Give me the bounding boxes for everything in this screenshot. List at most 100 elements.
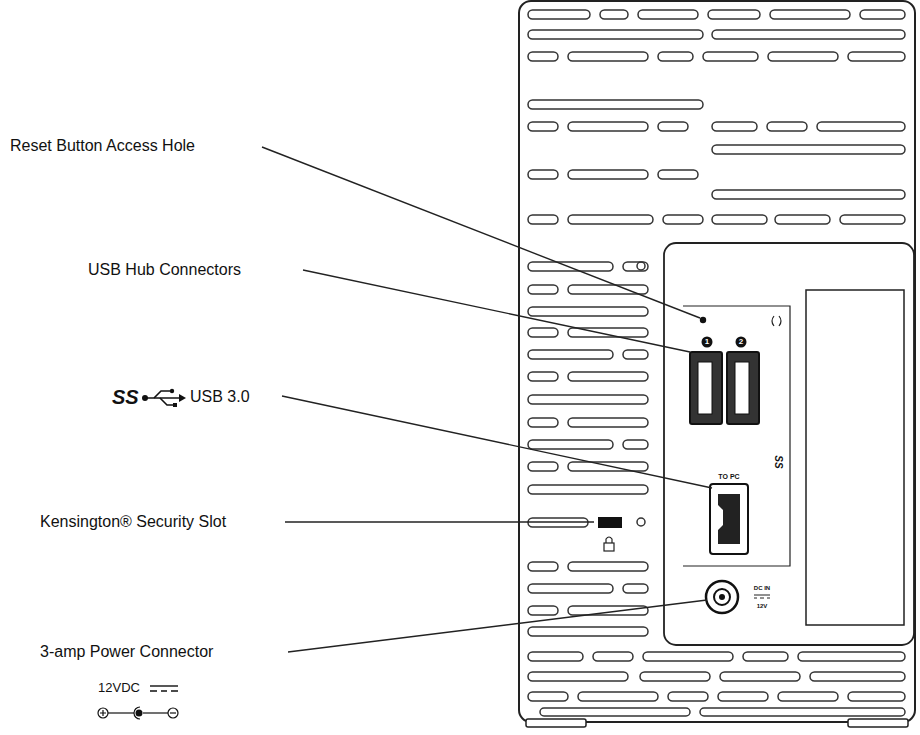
vent-slots-part — [528, 307, 648, 316]
vent-slots-part — [860, 10, 905, 19]
housing-part — [526, 719, 586, 727]
usb3-port-part — [710, 484, 748, 554]
callout-label: Kensington® Security Slot — [40, 513, 226, 531]
port-marking: TO PC — [718, 473, 739, 480]
polarity-symbol-part — [136, 710, 143, 717]
port-panel-part — [683, 306, 790, 566]
vent-slots-part — [528, 672, 628, 681]
vent-slots-part — [708, 10, 760, 19]
power-connector-part — [719, 594, 725, 600]
port-panel-part — [806, 290, 904, 625]
vent-slots-part — [568, 170, 648, 179]
polarity-symbol-part — [100, 710, 106, 716]
vent-slots-part — [817, 122, 905, 131]
usb-symbol — [142, 389, 186, 407]
rating-label: 12VDC — [98, 681, 140, 696]
vent-slots-part — [528, 350, 613, 359]
dc-symbol-part — [150, 685, 178, 686]
superspeed-logo: SS — [773, 455, 783, 468]
vent-slots-part — [528, 485, 648, 494]
vent-slots-part — [668, 692, 708, 701]
vent-slots-part — [528, 562, 558, 571]
vent-slots-part — [712, 145, 905, 154]
vent-slots-part — [568, 562, 648, 571]
vent-slots-part — [658, 122, 688, 131]
vent-slots-part — [658, 52, 693, 61]
power-marking: 12V — [757, 603, 768, 609]
vent-slots-part — [623, 440, 648, 449]
vent-slots-part — [528, 462, 558, 471]
port-number-badges — [702, 337, 747, 348]
port-panel-part — [664, 243, 914, 645]
vent-slots-part — [528, 215, 558, 224]
vent-slots-part — [623, 350, 648, 359]
vent-slots-part — [528, 328, 558, 337]
usb-hub-ports — [690, 352, 759, 424]
vent-slots-part — [528, 627, 648, 636]
leader-lines-part — [282, 396, 712, 488]
housing — [519, 1, 915, 727]
polarity-symbol-part — [170, 712, 176, 713]
reset-hole-part — [772, 316, 781, 326]
usb-hub-ports-part — [735, 362, 749, 414]
vent-slots-part — [743, 652, 788, 661]
power-connector — [706, 581, 770, 613]
vent-slots-part — [528, 285, 558, 294]
port-number: 1 — [705, 338, 709, 346]
power-connector-part — [706, 581, 738, 613]
vent-slots-part — [770, 10, 850, 19]
usb-symbol-part — [154, 391, 170, 398]
vent-slots-part — [810, 672, 905, 681]
usb-hub-ports-part — [690, 352, 722, 424]
vent-slots-part — [840, 215, 905, 224]
power-marking: DC IN — [754, 585, 770, 591]
usb-symbol-part — [145, 397, 180, 399]
leader-lines — [262, 147, 712, 652]
reset-hole — [700, 316, 781, 326]
vent-slots-part — [568, 462, 648, 471]
vent-slots-part — [528, 262, 613, 271]
kensington-slot — [598, 517, 622, 551]
vent-slots-part — [568, 606, 648, 615]
callout-label: 3-amp Power Connector — [40, 643, 213, 661]
vent-slots-part — [768, 52, 838, 61]
vent-slots-part — [568, 418, 648, 427]
vent-slots-part — [528, 692, 568, 701]
vent-slots-part — [528, 372, 558, 381]
housing-part — [519, 1, 915, 722]
polarity-symbol-part — [98, 708, 108, 718]
vent-slots-part — [528, 606, 558, 615]
vent-slots-part — [540, 708, 690, 716]
vent-slots-part — [720, 672, 800, 681]
superspeed-logo: SS — [112, 386, 139, 409]
vent-slots-part — [767, 122, 807, 131]
port-number-badges-part — [702, 337, 713, 348]
vent-slots-part — [568, 122, 648, 131]
vent-slots-part — [568, 215, 653, 224]
vent-slots-part — [578, 692, 658, 701]
port-panel — [664, 243, 914, 645]
power-connector-part — [714, 589, 730, 605]
vent-slots-part — [528, 584, 613, 593]
leader-lines-part — [262, 147, 700, 318]
kensington-slot-part — [598, 517, 622, 528]
usb-symbol-part — [170, 389, 174, 393]
power-connector-part — [754, 595, 770, 596]
vent-slots-part — [600, 10, 628, 19]
callout-label: USB Hub Connectors — [88, 261, 241, 279]
port-number-badges-part — [736, 337, 747, 348]
callout-label: Reset Button Access Hole — [10, 137, 195, 155]
polarity-symbol-part — [143, 712, 168, 713]
vent-dots — [637, 262, 645, 526]
dc-symbol-part — [150, 690, 178, 691]
usb-hub-ports-part — [727, 352, 759, 424]
vent-slots-part — [593, 652, 633, 661]
vent-slots-part — [703, 52, 758, 61]
reset-hole-part — [700, 317, 706, 323]
leader-lines-part — [303, 270, 690, 352]
polarity-symbol — [98, 707, 178, 719]
vent-slots-part — [528, 395, 648, 404]
vent-slots-part — [528, 418, 558, 427]
